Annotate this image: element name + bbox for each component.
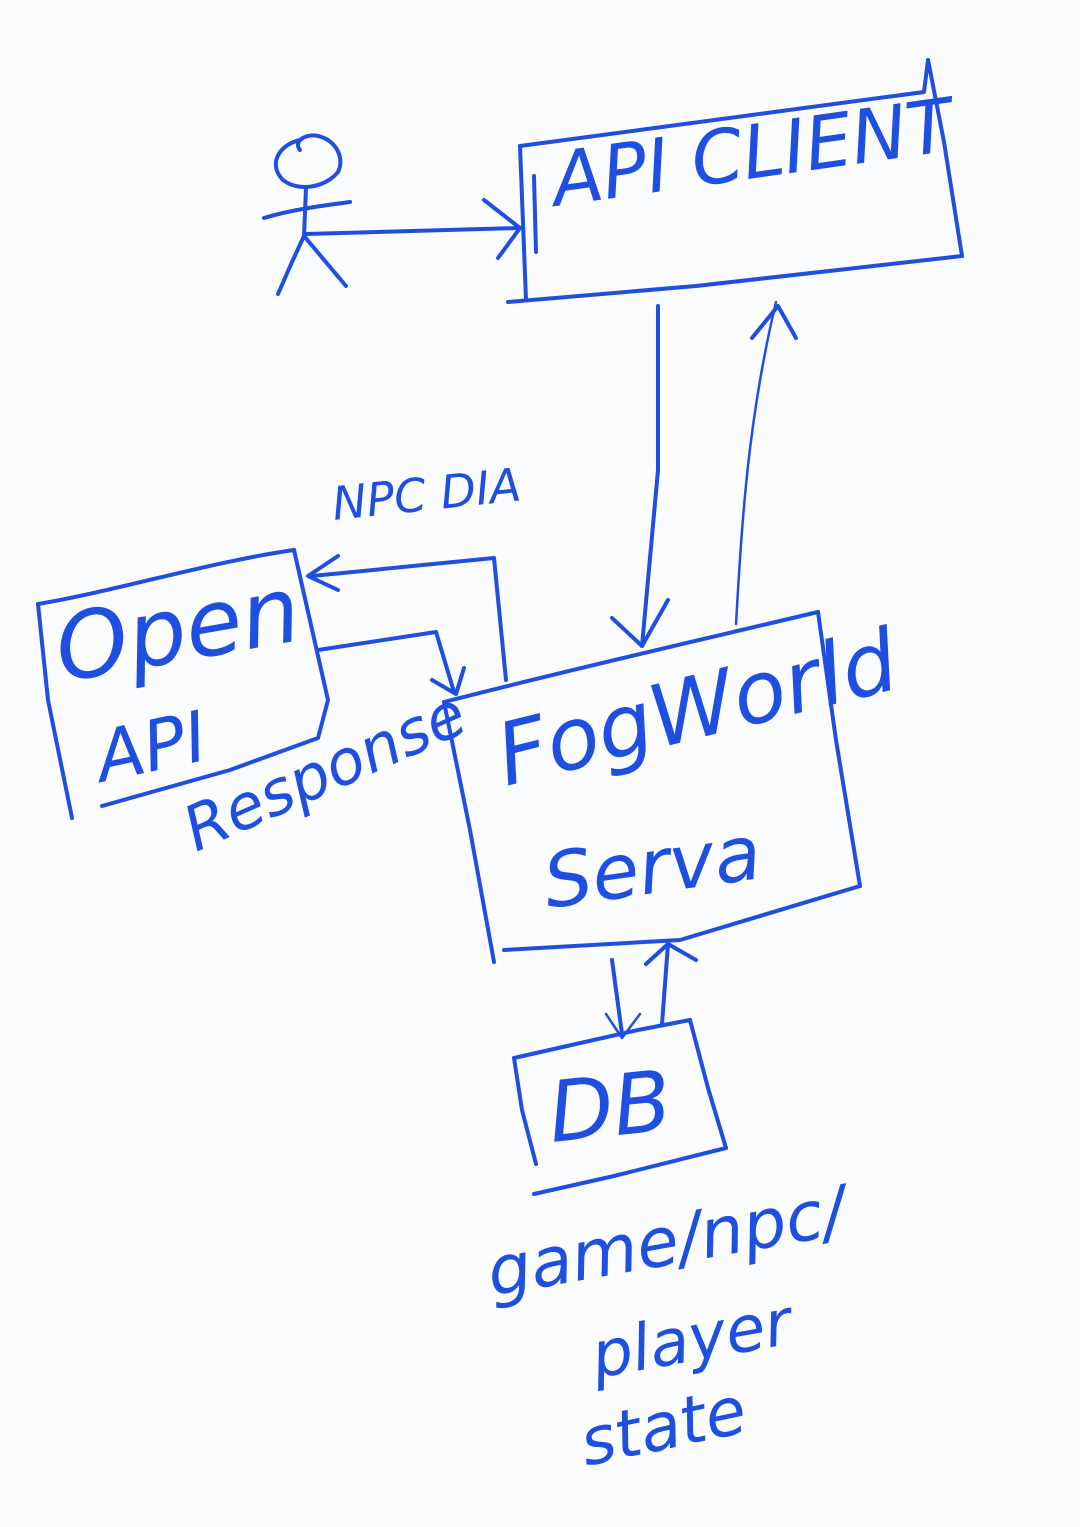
arrow-open-api-to-server xyxy=(316,630,466,696)
user-stick-figure-icon xyxy=(262,133,352,296)
arrow-server-to-db xyxy=(604,958,642,1040)
arrow-db-to-server xyxy=(644,942,698,1026)
npc-dia-label: NPC DIA xyxy=(330,457,524,530)
arrow-server-to-open-api xyxy=(306,554,508,682)
open-api-label-line1: Open xyxy=(47,556,308,704)
open-api-label-line2: API xyxy=(85,695,214,799)
arrow-server-to-api-client xyxy=(734,300,798,626)
arrow-user-to-api-client xyxy=(304,198,522,260)
api-client-box xyxy=(506,58,964,304)
db-label: DB xyxy=(544,1052,676,1162)
api-client-label: API CLIENT xyxy=(543,82,963,225)
db-box xyxy=(512,1018,728,1196)
fogworld-server-box xyxy=(442,610,862,964)
arrow-api-client-to-server xyxy=(610,304,670,648)
db-note-line2: player xyxy=(585,1285,801,1394)
response-label: Response xyxy=(172,677,476,866)
fogworld-label-line2: Serva xyxy=(538,807,766,925)
